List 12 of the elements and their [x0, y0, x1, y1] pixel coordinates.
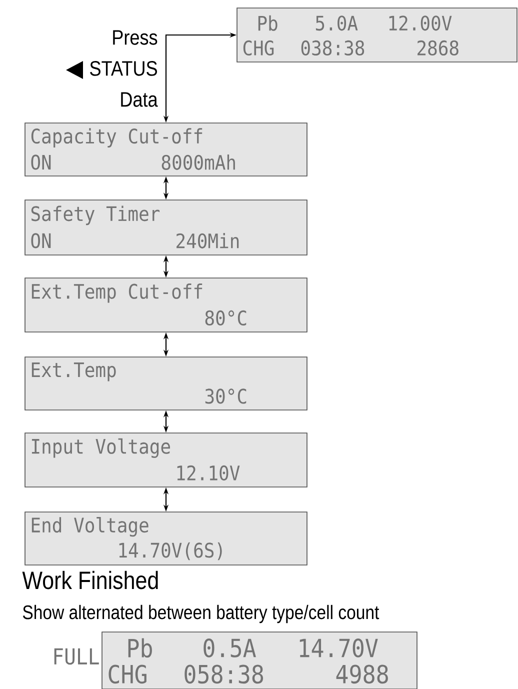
note: Show alternated between battery type/cell count: [22, 604, 380, 624]
heading: Work Finished: [22, 570, 158, 590]
edge-label: Press STATUS Data: [90, 30, 158, 107]
lcd-screen: Input Voltage 12.10V: [24, 432, 308, 488]
lcd-text: FULL: [54, 648, 99, 665]
lcd-screen: Pb 5.0A 12.00V CHG 038:38 2868: [236, 8, 518, 62]
lcd-screen: Capacity Cut-off ON 8000mAh: [24, 122, 308, 176]
lcd-screen: Pb 0.5A 14.70V CHG 058:38 4988: [102, 632, 418, 689]
lcd-screen: Ext.Temp 30°C: [24, 356, 308, 410]
lcd-screen: Safety Timer ON 240Min: [24, 200, 308, 256]
lcd-screen: Ext.Temp Cut-off 80°C: [24, 278, 308, 332]
lcd-screen: End Voltage 14.70V(6S): [24, 512, 308, 566]
